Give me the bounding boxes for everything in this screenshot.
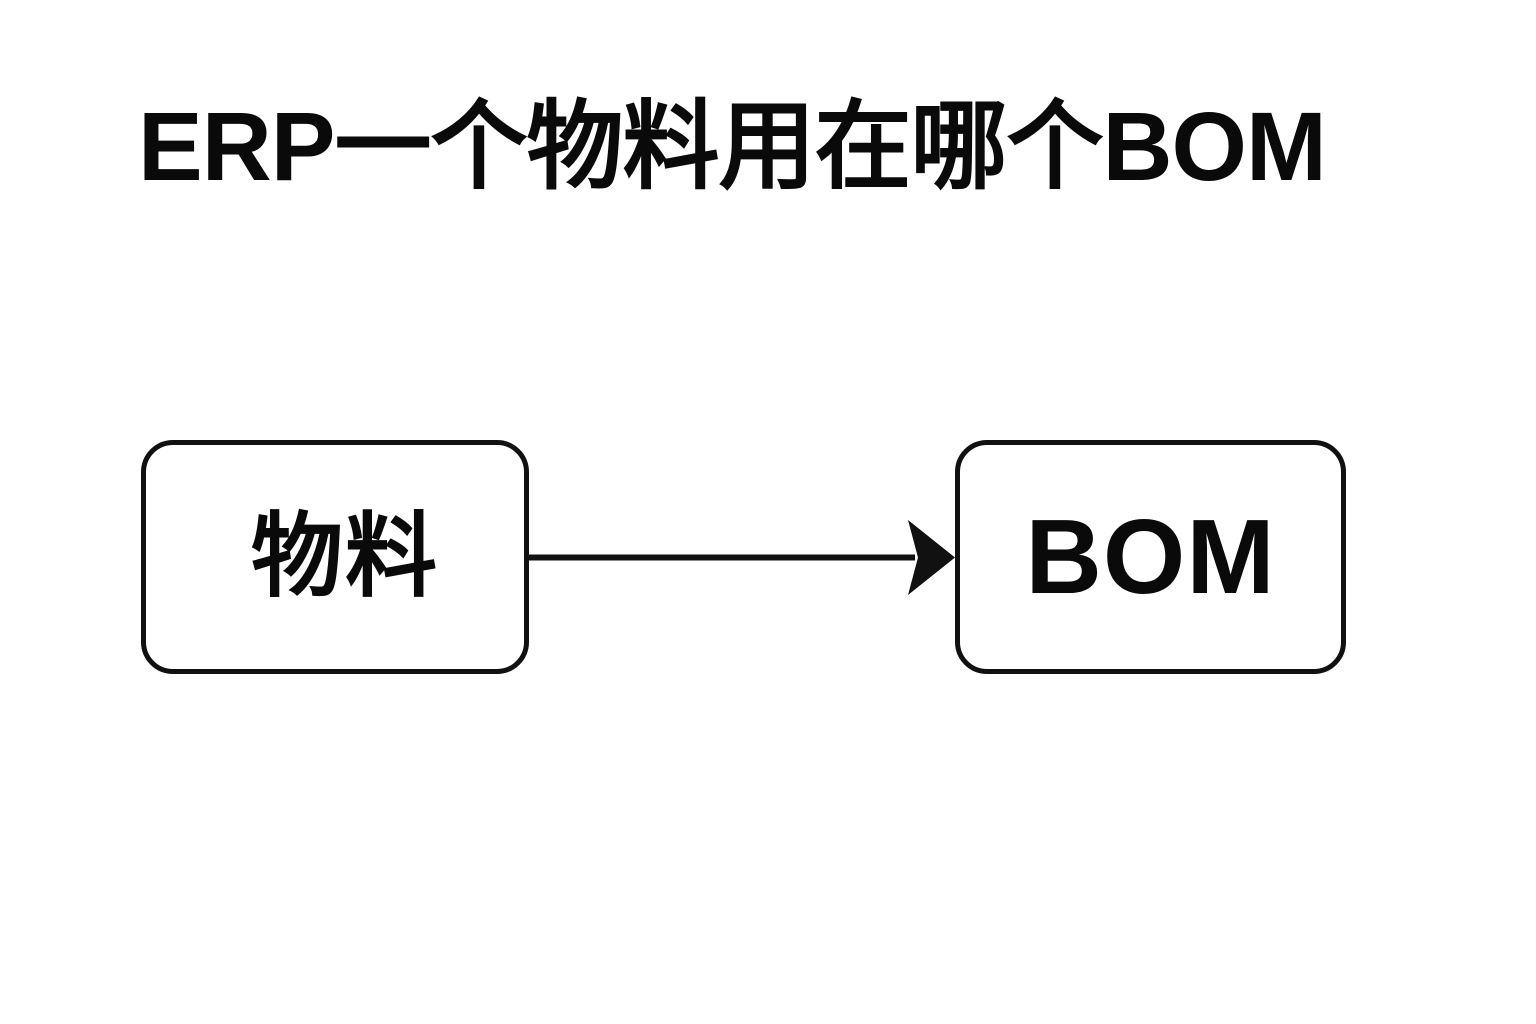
node-bom-label: BOM: [1025, 498, 1276, 616]
node-bom[interactable]: BOM: [955, 440, 1346, 674]
arrowhead-icon: [908, 520, 955, 595]
node-material-label: 物料: [250, 506, 439, 608]
page-title: ERP一个物料用在哪个BOM: [138, 92, 1327, 201]
edge-material-to-bom: [528, 520, 955, 595]
node-material[interactable]: 物料: [141, 440, 529, 674]
